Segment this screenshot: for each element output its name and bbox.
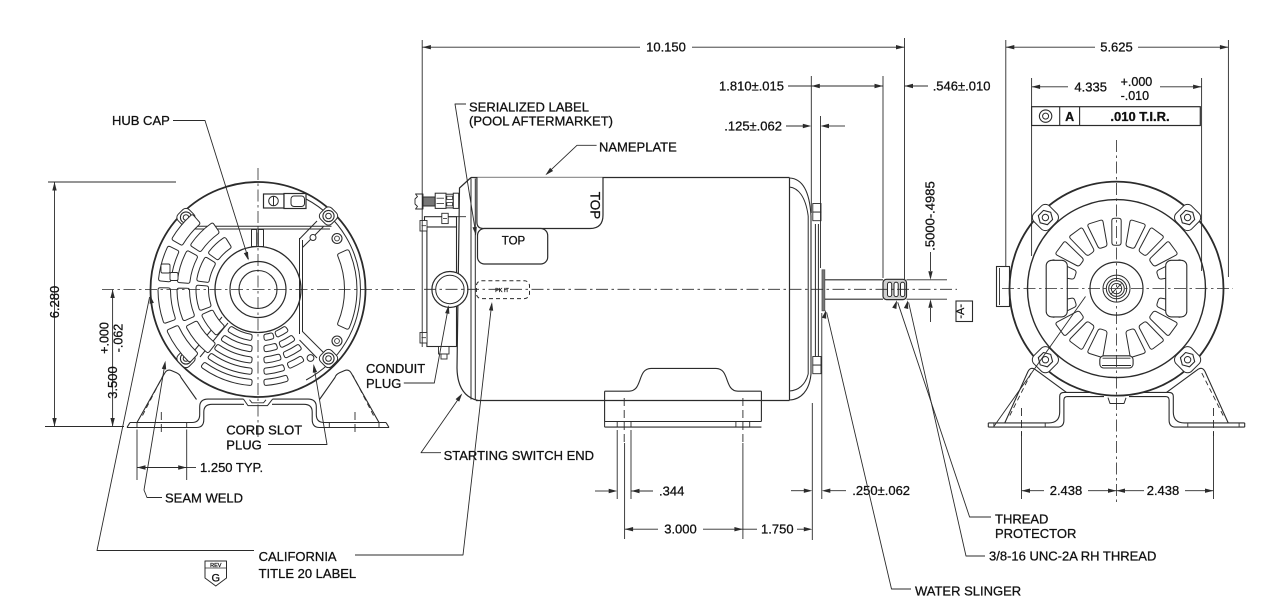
svg-text:10.150: 10.150 [646, 40, 686, 55]
svg-text:TOP: TOP [588, 192, 603, 220]
svg-text:CONDUIT: CONDUIT [366, 361, 425, 376]
svg-text:3.000: 3.000 [664, 522, 697, 537]
svg-text:THREAD: THREAD [995, 512, 1048, 527]
svg-text:1.750: 1.750 [761, 522, 794, 537]
svg-text:HUB CAP: HUB CAP [112, 113, 170, 128]
svg-text:REV: REV [210, 563, 222, 569]
svg-text:2.438: 2.438 [1147, 483, 1180, 498]
svg-text:PK IT: PK IT [495, 288, 509, 294]
svg-text:.546±.010: .546±.010 [933, 79, 991, 94]
svg-text:6.280: 6.280 [47, 286, 62, 319]
svg-text:.344: .344 [659, 484, 684, 499]
svg-text:+.000: +.000 [1121, 75, 1153, 89]
svg-text:4.335: 4.335 [1074, 79, 1107, 94]
svg-text:.5000-.4985: .5000-.4985 [923, 181, 938, 250]
svg-text:PLUG: PLUG [226, 437, 261, 452]
svg-text:TOP: TOP [502, 236, 526, 248]
svg-text:G: G [212, 573, 221, 585]
svg-text:CALIFORNIA: CALIFORNIA [259, 549, 337, 564]
svg-text:PROTECTOR: PROTECTOR [995, 526, 1076, 541]
svg-text:.125±.062: .125±.062 [724, 119, 782, 134]
svg-text:WATER SLINGER: WATER SLINGER [915, 584, 1021, 599]
svg-text:TITLE 20 LABEL: TITLE 20 LABEL [259, 566, 357, 581]
svg-text:-.010: -.010 [1121, 89, 1150, 103]
svg-text:CORD SLOT: CORD SLOT [226, 423, 302, 438]
svg-text:-.062: -.062 [112, 324, 126, 353]
svg-text:NAMEPLATE: NAMEPLATE [599, 140, 677, 155]
svg-text:5.625: 5.625 [1100, 40, 1133, 55]
svg-text:-A-: -A- [955, 304, 967, 319]
svg-text:3.500: 3.500 [105, 366, 120, 399]
svg-text:3/8-16 UNC-2A RH THREAD: 3/8-16 UNC-2A RH THREAD [989, 549, 1156, 564]
svg-text:.250±.062: .250±.062 [852, 483, 910, 498]
svg-text:1.810±.015: 1.810±.015 [719, 79, 784, 94]
svg-text:2.438: 2.438 [1050, 483, 1083, 498]
svg-text:(POOL AFTERMARKET): (POOL AFTERMARKET) [469, 114, 613, 129]
svg-text:STARTING SWITCH END: STARTING SWITCH END [444, 448, 594, 463]
svg-text:1.250 TYP.: 1.250 TYP. [200, 460, 263, 475]
svg-text:SEAM WELD: SEAM WELD [165, 491, 243, 506]
svg-text:PLUG: PLUG [366, 376, 401, 391]
svg-text:+.000: +.000 [98, 322, 112, 354]
svg-text:.010 T.I.R.: .010 T.I.R. [1110, 109, 1169, 124]
svg-text:A: A [1065, 110, 1074, 124]
svg-text:SERIALIZED LABEL: SERIALIZED LABEL [469, 100, 589, 115]
